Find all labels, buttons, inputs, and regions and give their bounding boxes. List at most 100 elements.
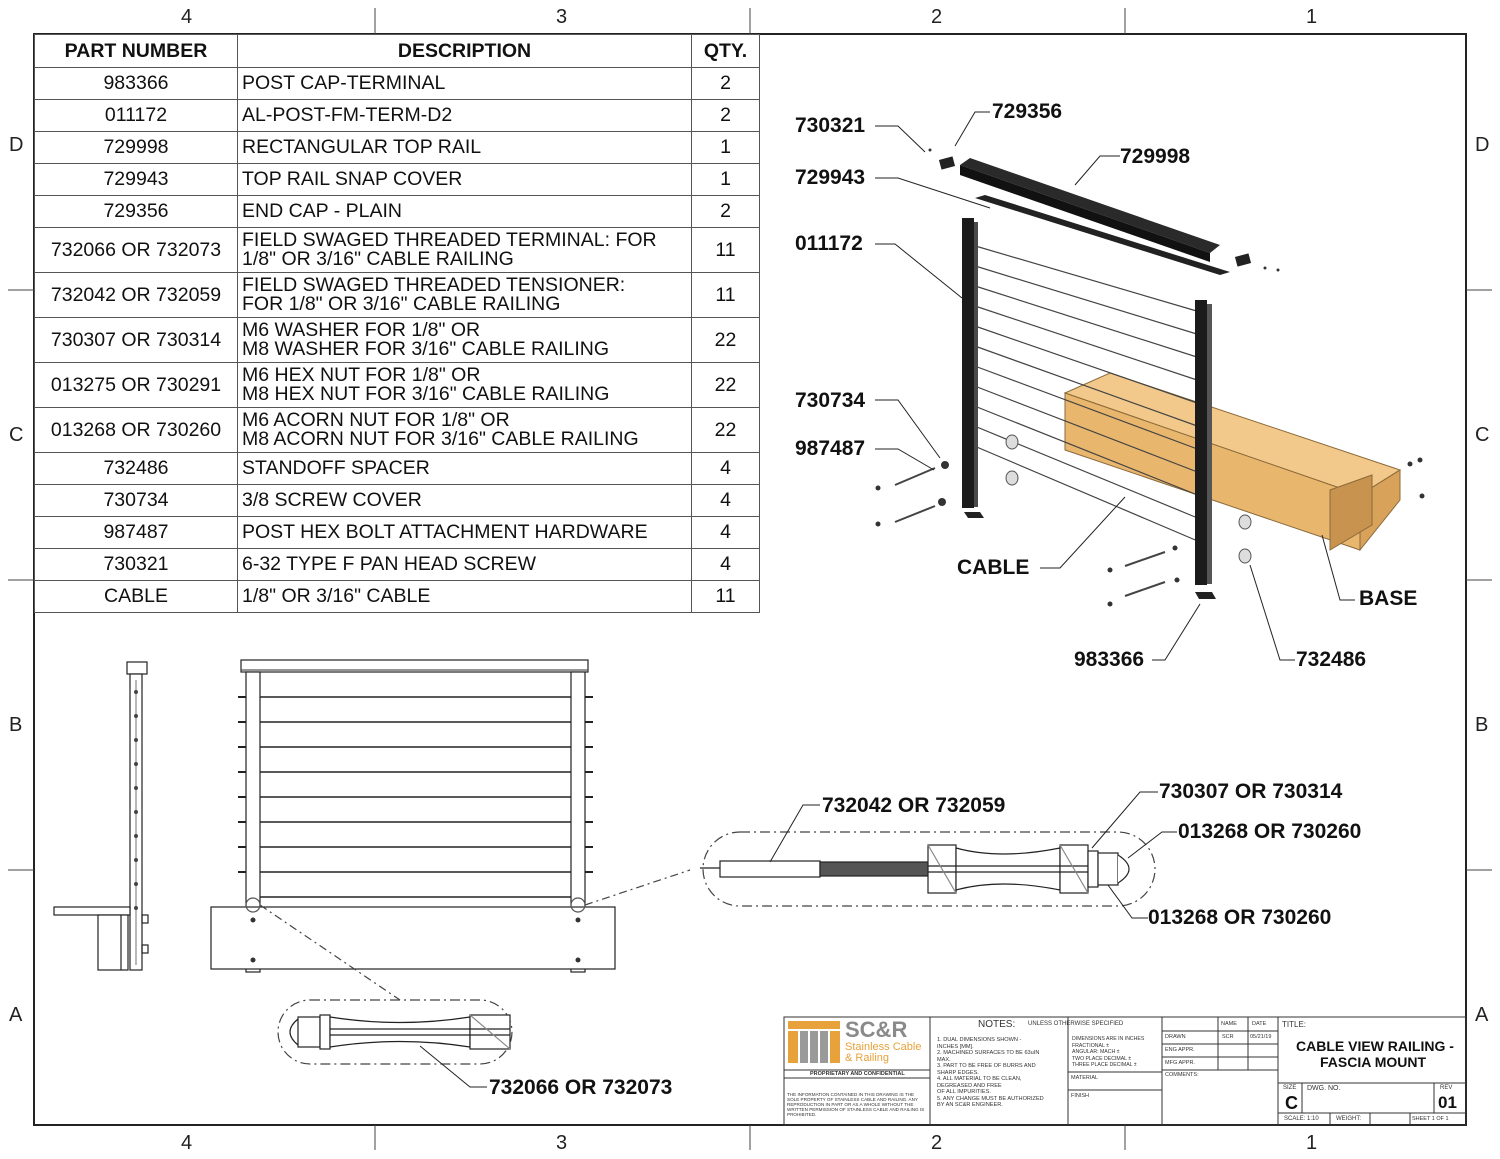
zone-right-A: A <box>1475 1004 1489 1026</box>
post-left <box>962 218 974 508</box>
note-line: SHARP EDGES. <box>937 1069 979 1076</box>
description-cell: 3/8 SCREW COVER <box>237 484 692 517</box>
description-line: FOR 1/8" OR 3/16" CABLE RAILING <box>242 293 561 315</box>
description-line: FIELD SWAGED THREADED TENSIONER: <box>242 274 626 296</box>
qty-cell: 22 <box>691 362 760 408</box>
notes-label: NOTES: <box>978 1019 1016 1030</box>
description-cell: STANDOFF SPACER <box>237 452 692 485</box>
callout-729998: 729998 <box>1120 145 1191 168</box>
size-label: SIZE <box>1283 1085 1297 1091</box>
material-label: MATERIAL <box>1071 1075 1099 1081</box>
qty-cell: 4 <box>691 452 760 485</box>
tolerance-line: DIMENSIONS ARE IN INCHES <box>1072 1036 1145 1042</box>
zone-bottom-3: 3 <box>556 1132 568 1154</box>
callout-cable: CABLE <box>957 556 1030 579</box>
description-line: 1/8" OR 3/16" CABLE <box>242 585 431 607</box>
callout-tensioner: 732042 OR 732059 <box>822 794 1006 817</box>
description-line: 3/8 SCREW COVER <box>242 489 422 511</box>
zone-top-3: 3 <box>556 6 568 28</box>
description-cell: AL-POST-FM-TERM-D2 <box>237 99 692 132</box>
description-line: END CAP - PLAIN <box>242 200 403 222</box>
zone-top-2: 2 <box>931 6 943 28</box>
company-sub1: Stainless Cable <box>845 1041 922 1053</box>
description-line: 1/8" OR 3/16" CABLE RAILING <box>242 248 514 270</box>
qty-cell: 11 <box>691 227 760 273</box>
snap-cover <box>975 195 1230 275</box>
qty-cell: 2 <box>691 195 760 228</box>
callout-987487: 987487 <box>795 437 866 460</box>
qty-cell: 2 <box>691 99 760 132</box>
qty-cell: 4 <box>691 516 760 549</box>
description-cell: RECTANGULAR TOP RAIL <box>237 131 692 164</box>
note-line: 3. PART TO BE FREE OF BURRS AND <box>937 1063 1036 1069</box>
description-line: M8 HEX NUT FOR 3/16" CABLE RAILING <box>242 383 610 405</box>
part-number-cell: 732042 OR 732059 <box>34 272 238 318</box>
note-line: 1. DUAL DIMENSIONS SHOWN - <box>937 1037 1022 1043</box>
description-line: RECTANGULAR TOP RAIL <box>242 136 482 158</box>
company-sub2: & Railing <box>845 1052 890 1064</box>
description-cell: POST CAP-TERMINAL <box>237 67 692 100</box>
date-header: DATE <box>1252 1021 1267 1027</box>
description-cell: 6-32 TYPE F PAN HEAD SCREW <box>237 548 692 581</box>
part-number-cell: 730321 <box>34 548 238 581</box>
callout-983366: 983366 <box>1074 648 1145 671</box>
callout-washer: 730307 OR 730314 <box>1159 780 1343 803</box>
tolerance-line: TWO PLACE DECIMAL ± <box>1072 1055 1132 1062</box>
callout-base: BASE <box>1359 587 1418 610</box>
drawing-title-line2: FASCIA MOUNT <box>1320 1054 1427 1070</box>
callout-730734: 730734 <box>795 389 866 412</box>
callout-acorn-nut-2: 013268 OR 730260 <box>1148 906 1332 929</box>
part-number-cell: 983366 <box>34 67 238 100</box>
note-line: 5. ANY CHANGE MUST BE AUTHORIZED <box>937 1095 1044 1102</box>
qty-cell: 22 <box>691 317 760 363</box>
description-line: M6 ACORN NUT FOR 1/8" OR <box>242 409 510 431</box>
sheet-size: C <box>1285 1093 1298 1113</box>
header-part-number: PART NUMBER <box>34 34 238 68</box>
part-number-cell: 732486 <box>34 452 238 485</box>
scale-label: SCALE: 1:10 <box>1284 1116 1319 1122</box>
zone-top-1: 1 <box>1306 6 1318 28</box>
title-label: TITLE: <box>1282 1020 1307 1029</box>
callout-terminal: 732066 OR 732073 <box>489 1076 673 1099</box>
description-cell: 1/8" OR 3/16" CABLE <box>237 580 692 613</box>
drawn-label: DRAWN <box>1165 1034 1186 1040</box>
description-cell: TOP RAIL SNAP COVER <box>237 163 692 196</box>
tensioner-detail <box>700 831 1156 907</box>
zone-right-C: C <box>1475 424 1490 446</box>
qty-cell: 11 <box>691 580 760 613</box>
callout-729943: 729943 <box>795 166 866 189</box>
name-header: NAME <box>1221 1021 1237 1027</box>
note-line: 4. ALL MATERIAL TO BE CLEAN, <box>937 1076 1022 1082</box>
title-block <box>783 1016 1467 1126</box>
note-line: INCHES [MM]. <box>937 1043 974 1050</box>
qty-cell: 22 <box>691 407 760 453</box>
qty-cell: 2 <box>691 67 760 100</box>
zone-left-C: C <box>9 424 24 446</box>
note-line: OF ALL IMPURITIES. <box>937 1089 991 1095</box>
top-rail <box>960 158 1220 253</box>
part-number-cell: 987487 <box>34 516 238 549</box>
revision: 01 <box>1438 1093 1457 1112</box>
part-number-cell: 729943 <box>34 163 238 196</box>
zone-right-D: D <box>1475 134 1490 156</box>
part-number-cell: 013275 OR 730291 <box>34 362 238 408</box>
description-cell: POST HEX BOLT ATTACHMENT HARDWARE <box>237 516 692 549</box>
header-qty: QTY. <box>691 34 760 68</box>
